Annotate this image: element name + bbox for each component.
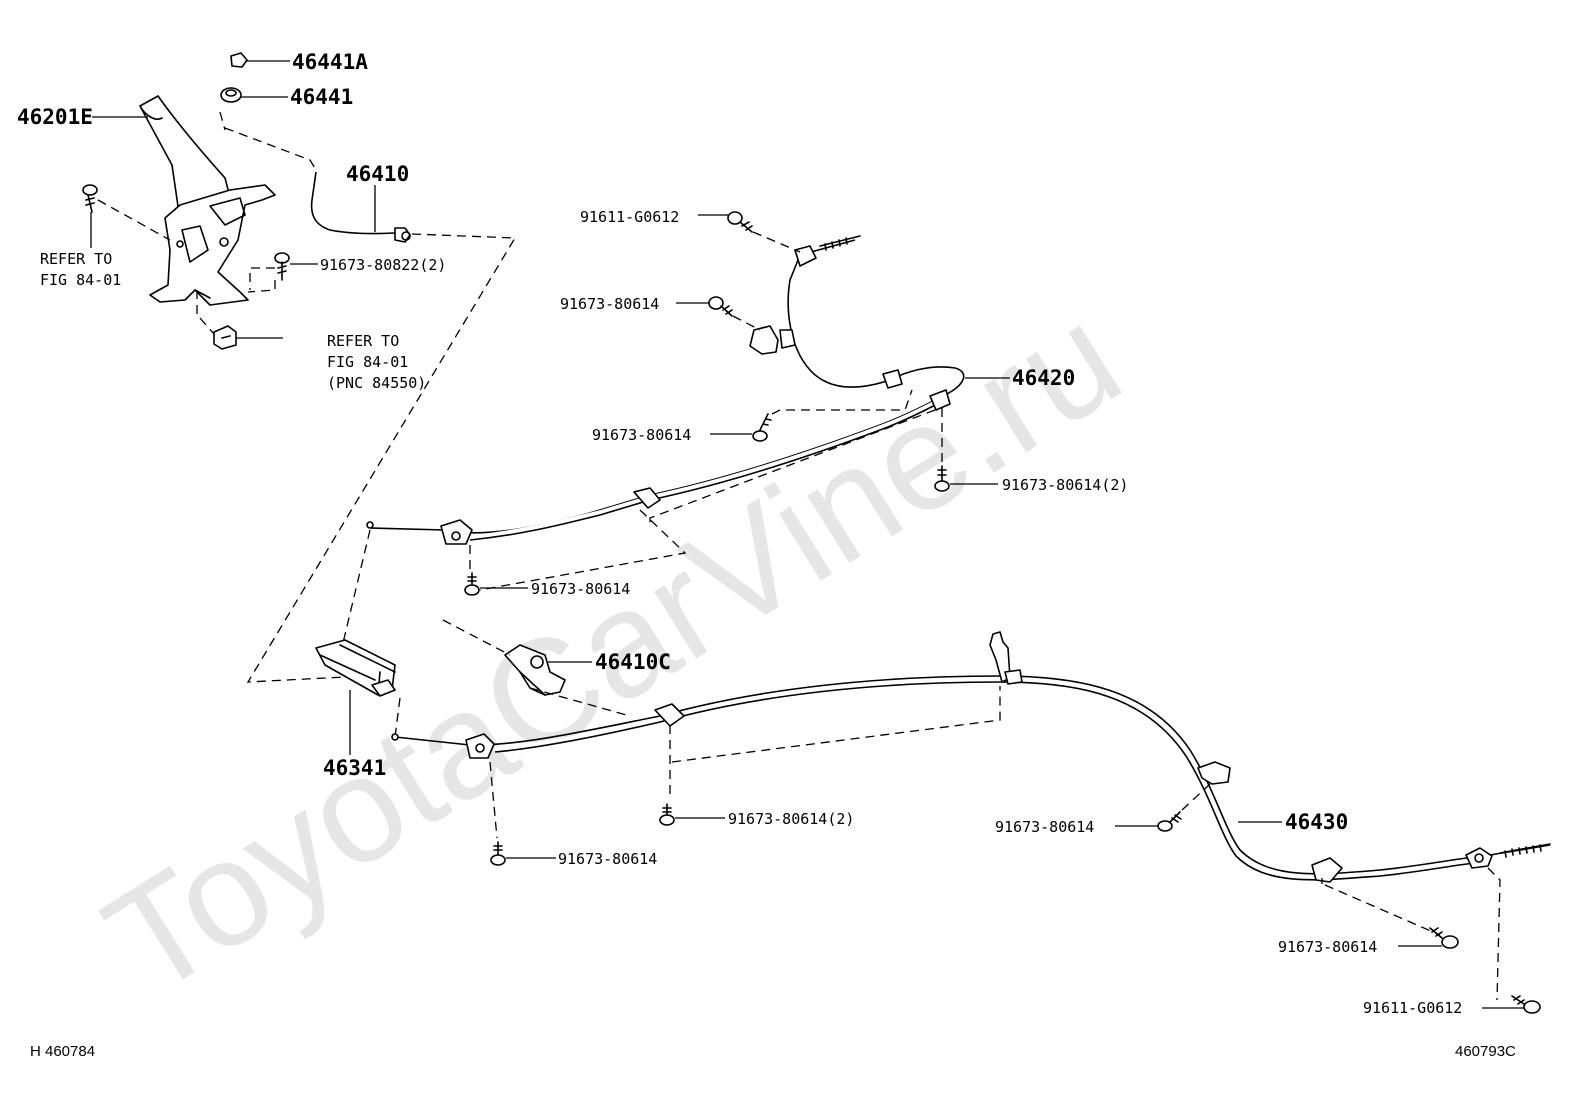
cable-46410 [310, 171, 411, 243]
label-46201e: 46201E [17, 105, 93, 129]
cable-46430 [391, 631, 1551, 883]
label-46441: 46441 [290, 85, 353, 109]
refer-center-line3: (PNC 84550) [327, 374, 426, 392]
bracket-46410c [504, 644, 566, 696]
label-bolt-top-rear: 91611-G0612 [580, 208, 679, 226]
bolt-lower-rear [1429, 927, 1459, 949]
bolt-lower-front [490, 841, 506, 866]
footer-right-code: 460793C [1455, 1043, 1516, 1060]
refer-center-line2: FIG 84-01 [327, 353, 408, 371]
label-bolt-upper-clip: 91673-80614 [560, 295, 659, 313]
refer-center-line1: REFER TO [327, 332, 399, 350]
label-bolt-upper-rear-2: 91673-80614(2) [1002, 476, 1128, 494]
nut-46441a [230, 52, 248, 68]
bolt-left-refer [82, 184, 98, 213]
label-bolt-lower-rear: 91673-80614 [1278, 938, 1377, 956]
equalizer-46341 [315, 639, 396, 697]
label-bolt-lever: 91673-80822(2) [320, 256, 446, 274]
label-bolt-lower-mid-2: 91673-80614(2) [728, 810, 854, 828]
label-bolt-upper-front: 91673-80614 [592, 426, 691, 444]
label-46341: 46341 [323, 756, 386, 780]
bolt-bottom-rear [1511, 995, 1541, 1014]
lever-clip [213, 325, 237, 350]
bolt-mid [752, 413, 772, 442]
label-bolt-lower-right: 91673-80614 [995, 818, 1094, 836]
refer-left-line2: FIG 84-01 [40, 271, 121, 289]
footer-left-code: H 460784 [30, 1043, 95, 1060]
parking-brake-lever [139, 95, 276, 306]
label-46420: 46420 [1012, 366, 1075, 390]
bolt-top-rear [727, 211, 753, 233]
bolt-lever [274, 252, 290, 281]
label-bolt-lower-front: 91673-80614 [558, 850, 657, 868]
bolt-upper-rear-2 [934, 465, 950, 492]
label-46410: 46410 [346, 162, 409, 186]
bolt-upper-front [464, 572, 480, 596]
label-bolt-upper-front-2: 91673-80614 [531, 580, 630, 598]
bolt-lower-mid-2 [659, 803, 675, 826]
label-46410c: 46410C [595, 650, 671, 674]
label-46441a: 46441A [292, 50, 368, 74]
label-46430: 46430 [1285, 810, 1348, 834]
cable-46420 [366, 235, 965, 545]
label-bolt-bottom-rear: 91611-G0612 [1363, 999, 1462, 1017]
refer-left-line1: REFER TO [40, 250, 112, 268]
washer-46441 [220, 87, 242, 103]
bolt-lower-right [1157, 811, 1182, 832]
bolt-upper-clip [708, 296, 733, 317]
